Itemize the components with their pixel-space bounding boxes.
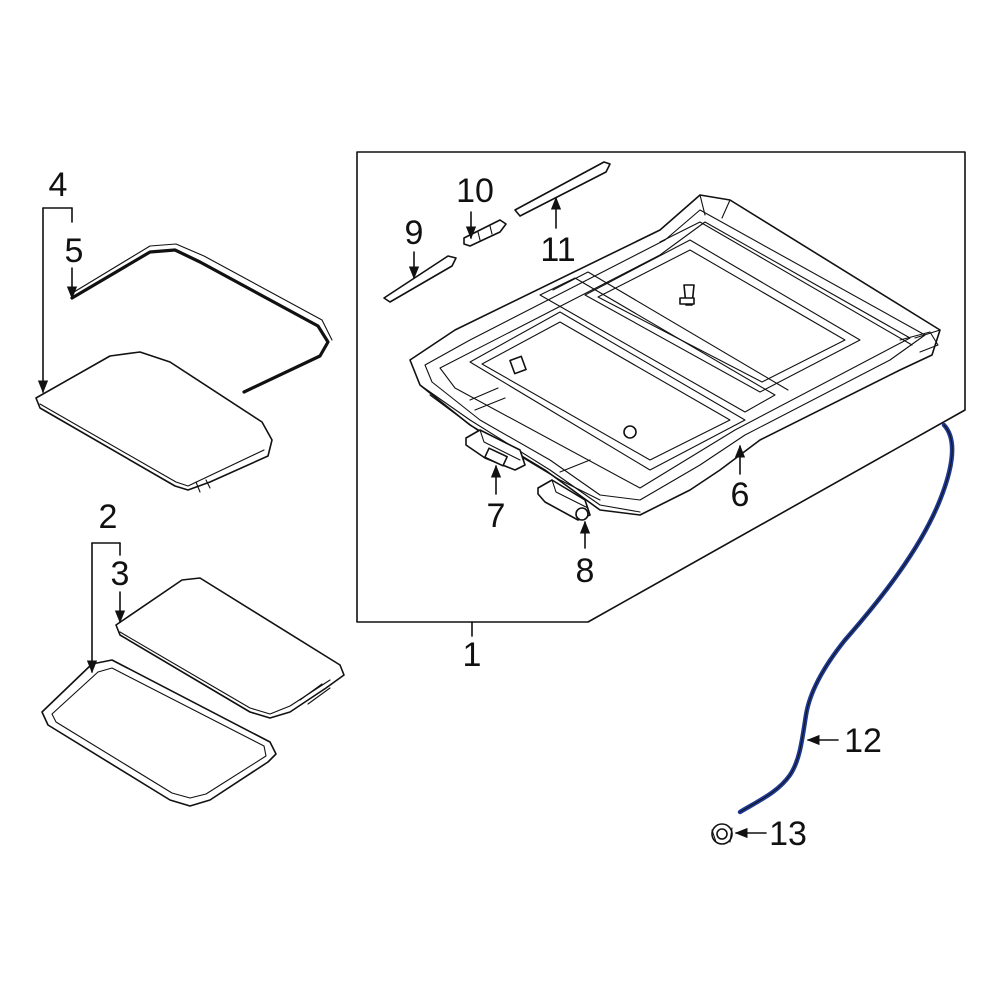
callout-1: 1 [463, 636, 482, 674]
callout-7: 7 [487, 497, 506, 535]
callout-10: 10 [456, 172, 494, 210]
sunshade-3 [115, 577, 345, 719]
weatherstrip-5 [70, 243, 333, 394]
callout-12: 12 [844, 722, 882, 760]
bracket-10 [463, 219, 507, 247]
leader-lines [37, 196, 839, 839]
trim-strip-11 [514, 161, 611, 217]
callout-8: 8 [576, 552, 595, 590]
assembly-box [356, 151, 966, 637]
callout-5: 5 [65, 232, 84, 270]
callout-13: 13 [769, 815, 807, 853]
motor-part [465, 429, 526, 471]
trim-strip-9 [383, 255, 457, 303]
clip-13 [711, 823, 733, 845]
actuator-part [537, 479, 591, 521]
callout-3: 3 [111, 555, 130, 593]
glass-panel-4 [35, 351, 273, 493]
sunroof-frame [409, 194, 941, 516]
seal-2 [41, 659, 277, 807]
callout-9: 9 [405, 214, 424, 252]
callout-6: 6 [731, 476, 750, 514]
drain-hose-12 [737, 422, 955, 815]
callout-4: 4 [49, 166, 68, 204]
callout-labels: 1 2 3 4 5 6 7 8 9 10 11 12 13 [49, 166, 882, 853]
callout-2: 2 [99, 498, 118, 536]
callout-11: 11 [540, 231, 575, 269]
